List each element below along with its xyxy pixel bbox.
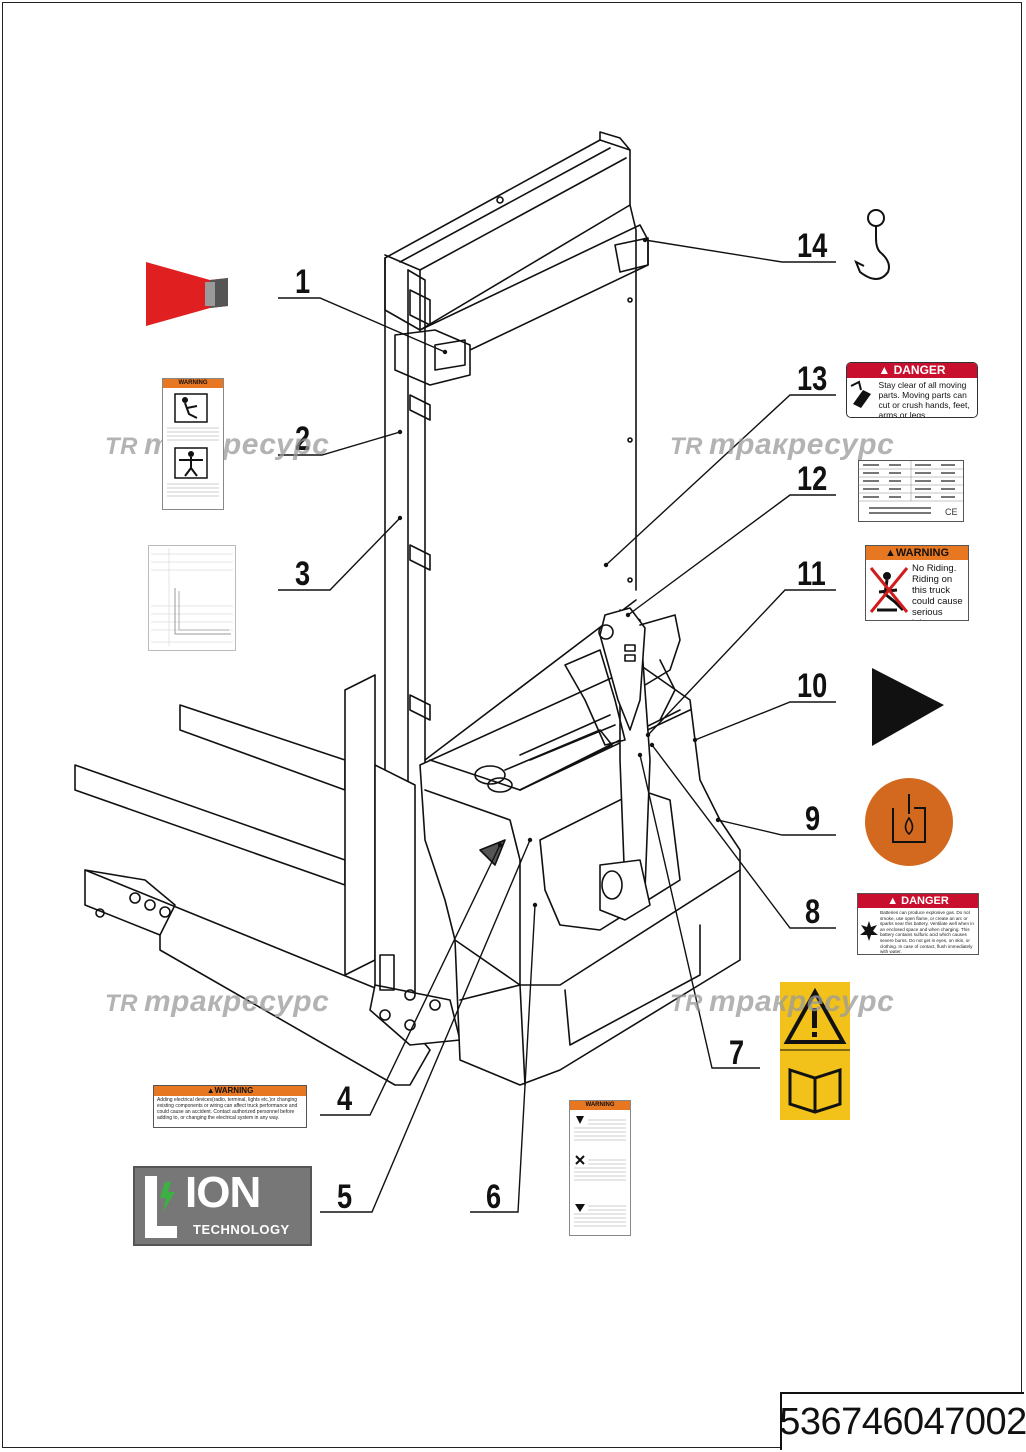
tiller	[564, 607, 681, 921]
callout-1: 1	[295, 263, 311, 301]
watermark-logo: TR	[105, 990, 138, 1017]
callout-5: 5	[337, 1178, 353, 1216]
danger-header: ▲ DANGER	[858, 894, 978, 908]
callout-10: 10	[797, 667, 828, 705]
lion-title: ION	[185, 1168, 261, 1217]
mast-top-box	[384, 131, 649, 386]
callout-6: 6	[486, 1178, 502, 1216]
warning-stand-label: WARNING	[162, 378, 224, 510]
oil-can-icon	[865, 778, 953, 866]
callout-4: 4	[337, 1080, 353, 1118]
document-number: 536746047002	[779, 1392, 1026, 1450]
hook-icon	[854, 209, 890, 280]
data-plate: CE	[858, 460, 964, 522]
mast-uprights	[384, 204, 637, 811]
warning-header: ▲WARNING	[154, 1086, 306, 1096]
explosion-icon	[858, 908, 880, 954]
chassis	[419, 659, 741, 1086]
warning-electrical-text: Adding electrical devices(radio, termina…	[157, 1097, 298, 1121]
read-manual-icon	[788, 1067, 842, 1114]
warning-no-riding-text: No Riding. Riding on this truck could ca…	[912, 563, 963, 620]
danger-moving-parts-label: ▲ DANGER Stay clear of all moving parts.…	[846, 362, 978, 418]
warning-triangle-icon	[783, 987, 847, 1044]
watermark-logo: TR	[670, 433, 703, 460]
callout-14: 14	[797, 227, 828, 265]
callout-3: 3	[295, 555, 311, 593]
forks	[74, 674, 431, 1086]
warning-header: WARNING	[163, 379, 223, 388]
watermark-logo: TR	[670, 990, 703, 1017]
no-riding-icon	[866, 560, 912, 620]
svg-text:CE: CE	[945, 507, 958, 517]
watermark-logo: TR	[105, 433, 138, 460]
warning-operate-label: WARNING	[569, 1100, 631, 1236]
callout-12: 12	[797, 460, 828, 498]
callout-13: 13	[797, 360, 828, 398]
arrow-right-icon	[872, 668, 944, 746]
danger-moving-parts-text: Stay clear of all moving parts. Moving p…	[878, 380, 970, 418]
red-reflector-icon	[146, 262, 228, 326]
warning-header: WARNING	[570, 1101, 630, 1110]
warning-electrical-label: ▲WARNING Adding electrical devices(radio…	[153, 1085, 307, 1128]
danger-header: ▲ DANGER	[847, 363, 977, 378]
lion-subtitle: TECHNOLOGY	[193, 1222, 290, 1237]
carriage	[369, 764, 461, 1046]
warning-pictograms	[167, 393, 219, 497]
callout-11: 11	[797, 555, 826, 593]
danger-battery-label: ▲ DANGER Batteries can produce explosive…	[857, 893, 979, 955]
hand-crush-icon	[847, 378, 877, 414]
caution-plate	[780, 982, 850, 1120]
capacity-chart-label	[148, 545, 236, 651]
callout-8: 8	[805, 893, 821, 931]
callout-2: 2	[295, 420, 311, 458]
lion-technology-logo: ION TECHNOLOGY	[133, 1166, 312, 1246]
danger-battery-text: Batteries can produce explosive gas. Do …	[880, 910, 974, 955]
callout-7: 7	[729, 1034, 745, 1072]
warning-header: ▲WARNING	[866, 546, 968, 560]
warning-no-riding-label: ▲WARNING No Riding. Riding on this truck…	[865, 545, 969, 621]
callout-9: 9	[805, 800, 821, 838]
